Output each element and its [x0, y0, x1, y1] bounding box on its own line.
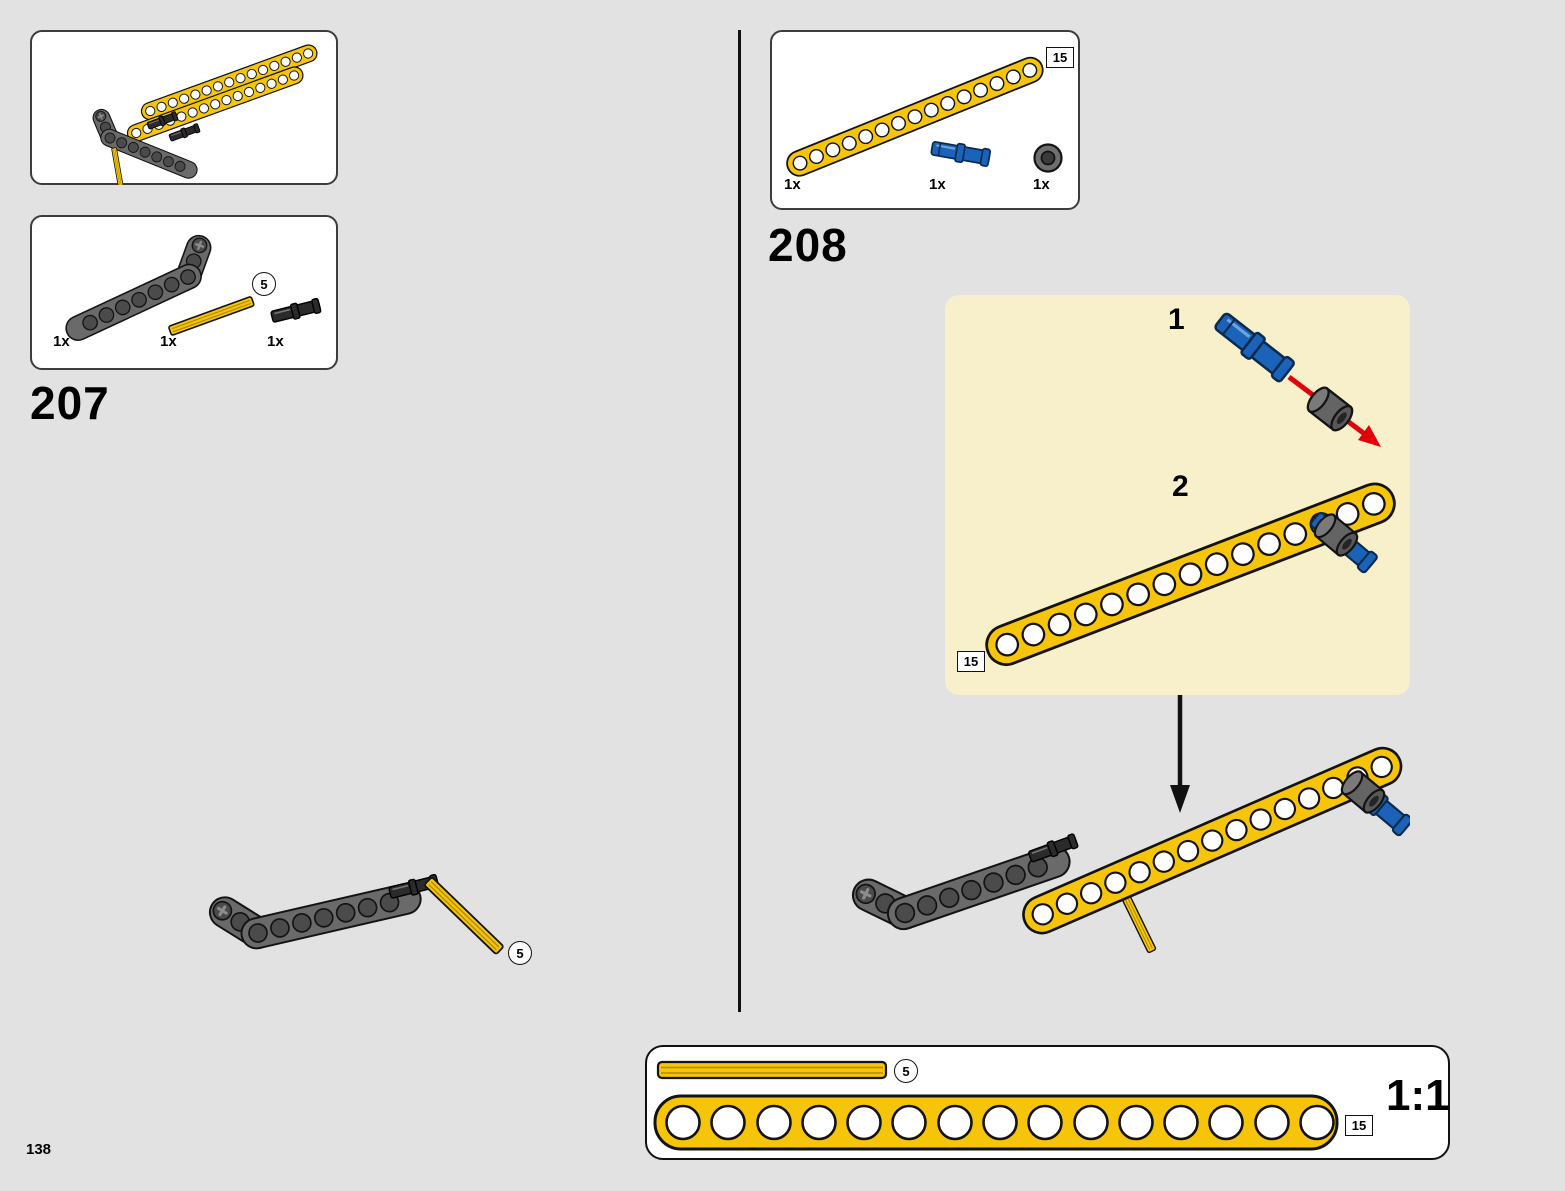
beam-length-badge-15: 15 — [1046, 47, 1074, 68]
part-bushing-gray — [1033, 143, 1063, 173]
axle-yellow — [111, 147, 125, 185]
beam-15-yellow — [979, 476, 1402, 672]
axle-5-actual-size — [656, 1060, 888, 1080]
parts-207-illustration — [49, 223, 322, 350]
qty-label: 1x — [1033, 176, 1050, 193]
assembly-207-illustration — [197, 846, 505, 967]
pin-blue — [1210, 307, 1298, 385]
scale-1to1-illustration — [653, 1060, 1339, 1151]
qty-label: 1x — [160, 333, 177, 350]
qty-label: 1x — [53, 333, 70, 350]
insert-arrowhead-red — [1358, 425, 1381, 447]
part-axle-5-yellow — [167, 295, 256, 337]
column-divider — [738, 30, 741, 1012]
step-number-208: 208 — [768, 219, 848, 271]
page-number: 138 — [26, 1141, 52, 1158]
step-number-207: 207 — [30, 377, 110, 429]
beam-15-actual-size — [653, 1094, 1339, 1151]
scale-callout-circle-5: 5 — [894, 1059, 918, 1083]
part-beam-bent-gray — [49, 223, 232, 350]
assembly-direction-arrow — [1170, 695, 1190, 813]
qty-label: 1x — [267, 333, 284, 350]
scale-ratio-label: 1:1 — [1386, 1071, 1450, 1120]
substep-label-1: 1 — [1168, 303, 1185, 336]
part-pin-black — [269, 297, 322, 326]
substep-label-2: 2 — [1172, 470, 1189, 503]
part-callout-circle-5: 5 — [252, 272, 276, 296]
beam-length-badge-15: 15 — [957, 651, 985, 672]
part-pin-blue — [929, 138, 992, 168]
axle-5-yellow — [423, 876, 505, 956]
beam-length-badge-15: 15 — [1345, 1115, 1373, 1136]
beam-bent-gray — [197, 846, 427, 967]
qty-label: 1x — [929, 176, 946, 193]
previous-assembly-illustration — [79, 42, 320, 185]
assembly-208-illustration — [850, 740, 1410, 954]
qty-label: 1x — [784, 176, 801, 193]
part-beam-15-yellow — [782, 53, 1048, 181]
assembly-callout-circle-5: 5 — [508, 941, 532, 965]
substep-callout-illustration — [979, 307, 1402, 672]
